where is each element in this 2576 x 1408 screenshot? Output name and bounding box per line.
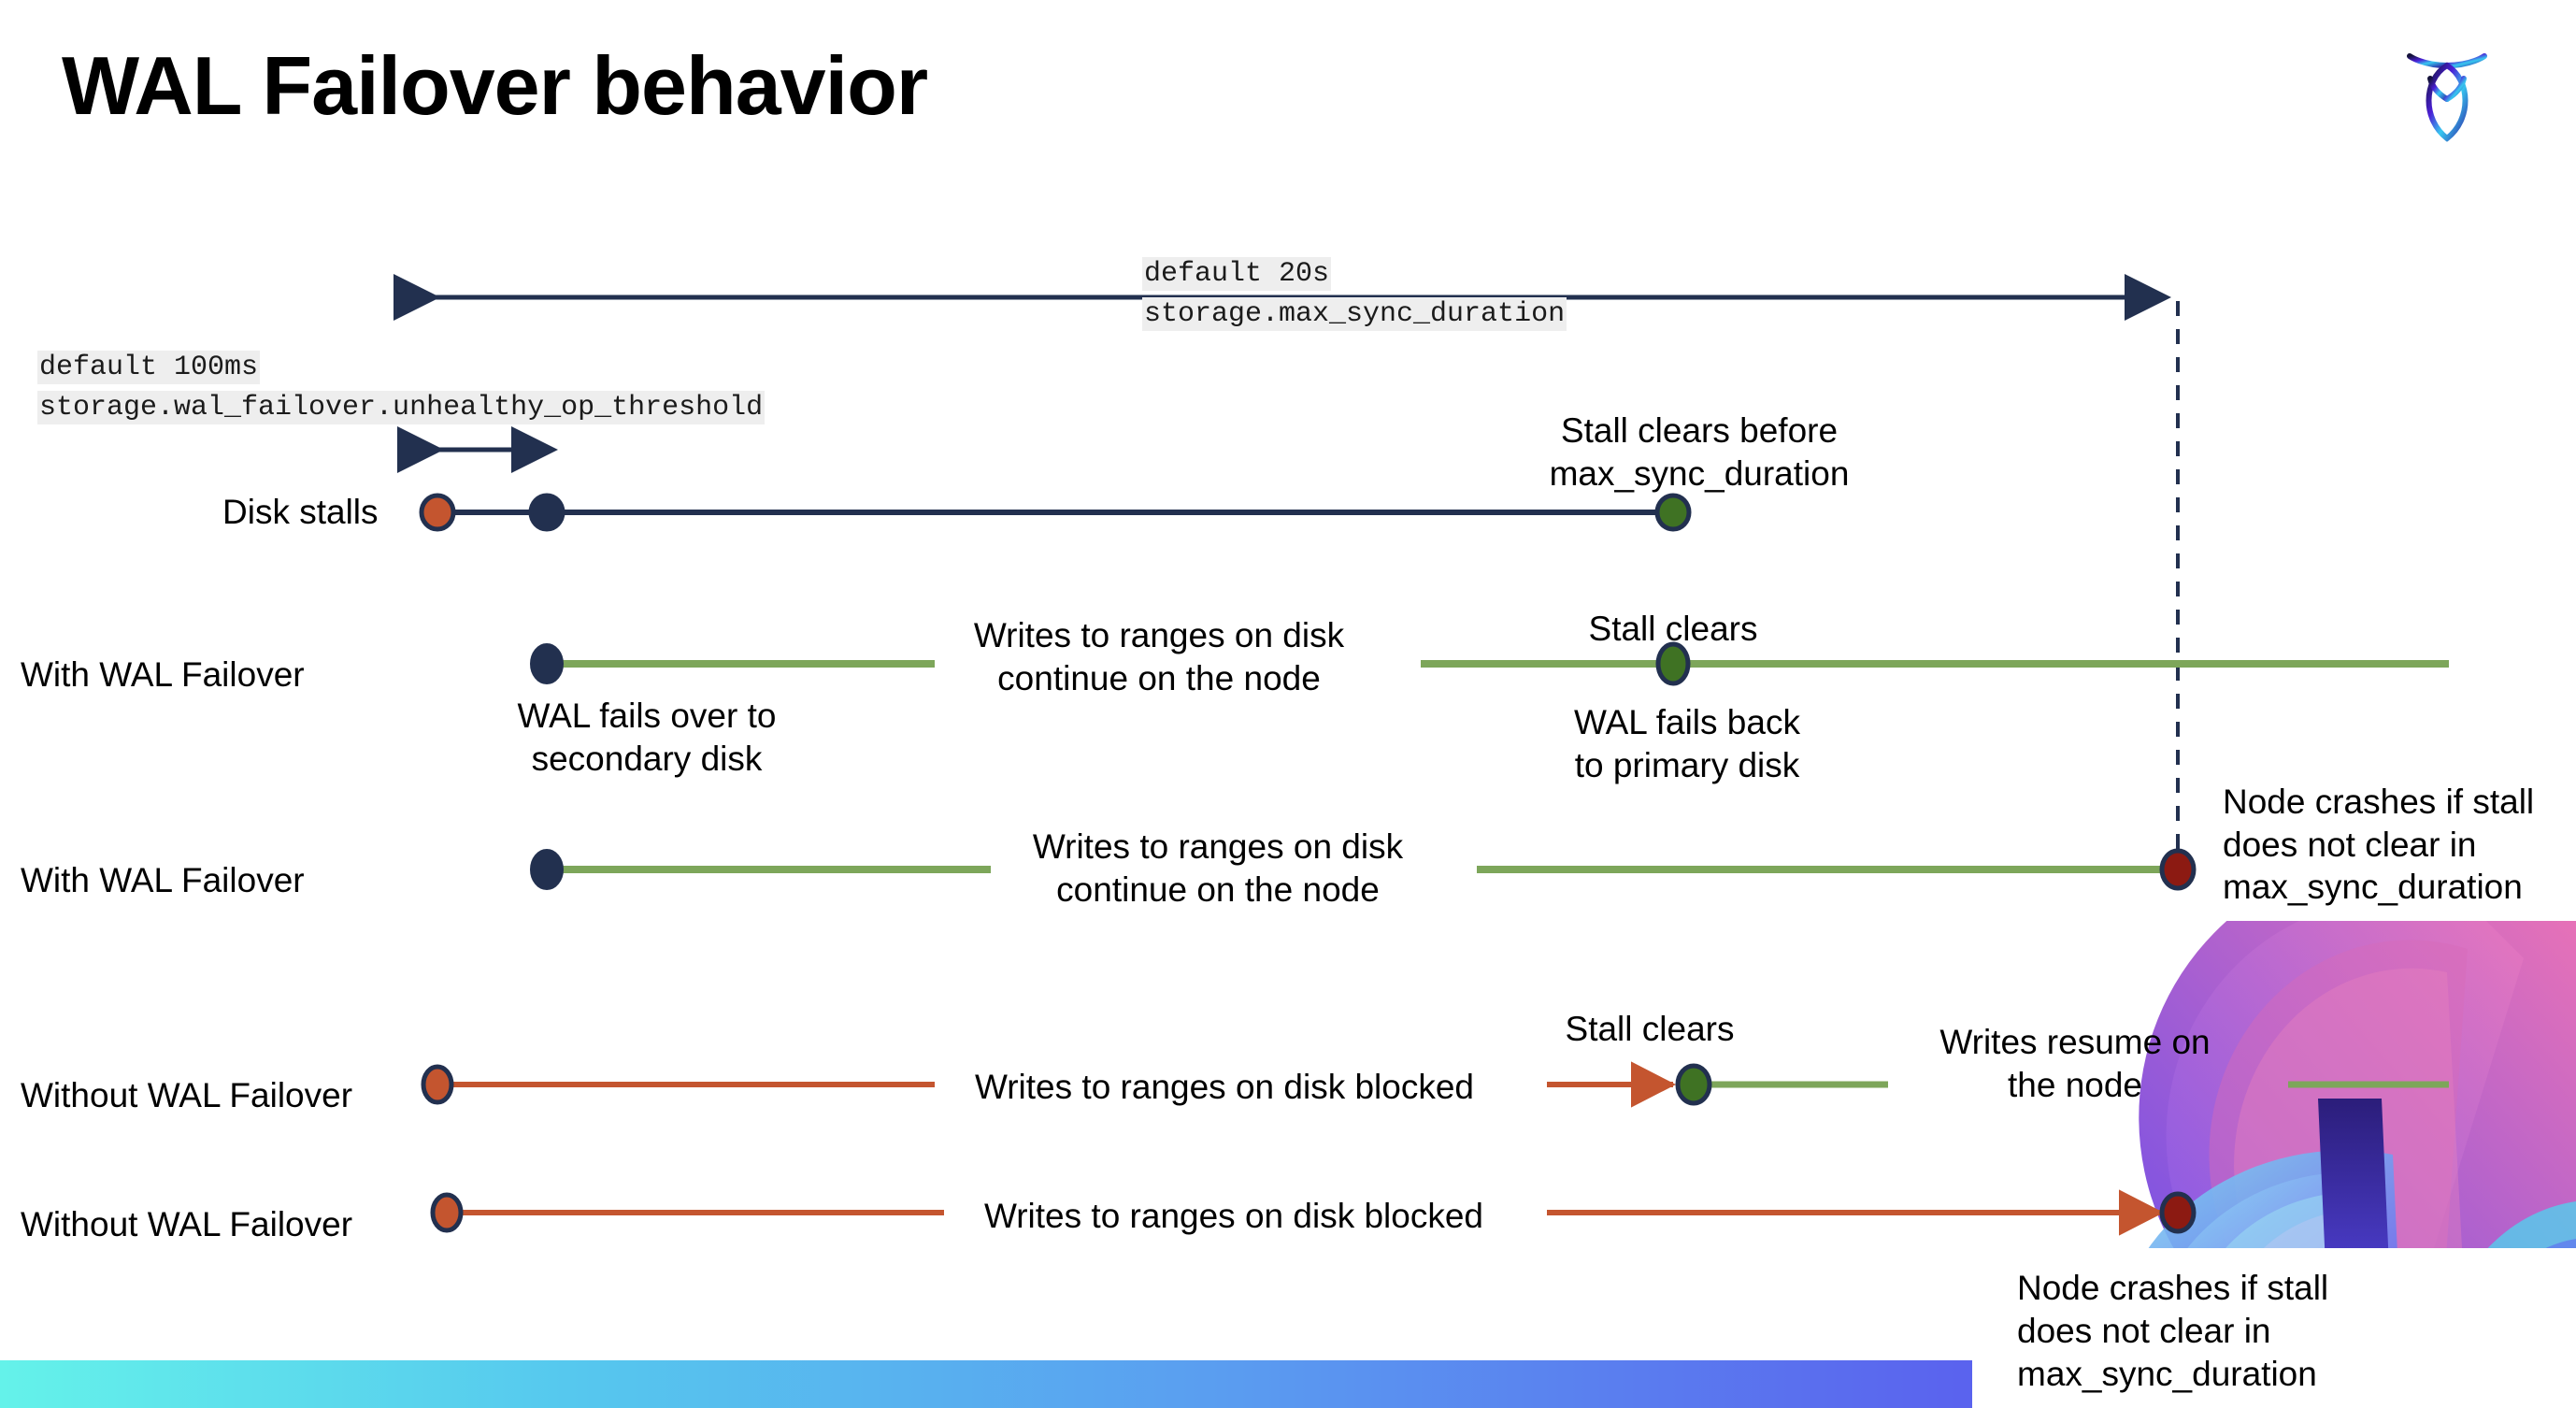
annotation-node-crashes-row3: Node crashes if stall does not clear in … — [2223, 781, 2576, 909]
annotation-line-1: Node crashes if stall — [2223, 783, 2535, 821]
setting-name: storage.max_sync_duration — [1142, 296, 1567, 331]
annotation-line-1: Writes resume on — [1939, 1023, 2211, 1061]
timeline-row-disk-stalls — [419, 493, 1692, 532]
annotation-line-2: continue on the node — [1056, 869, 1380, 909]
marker-stall-clears — [1675, 1063, 1712, 1106]
annotation-writes-blocked-row4: Writes to ranges on disk blocked — [974, 1068, 1475, 1106]
marker-node-crash — [2159, 1191, 2197, 1234]
marker-node-crash — [2159, 848, 2197, 891]
marker-stall-start — [430, 1192, 464, 1233]
timeline-row-without-wal-failover-1 — [421, 1061, 2449, 1108]
annotation-line-3: max_sync_duration — [2223, 868, 2523, 906]
annotation-line-2: continue on the node — [997, 658, 1321, 697]
marker-stall-clears — [1654, 493, 1692, 532]
setting-default-value: default 20s — [1142, 257, 1332, 291]
page-title: WAL Failover behavior — [62, 39, 928, 132]
timeline-row-with-wal-failover-2 — [530, 848, 2197, 891]
annotation-line-1: Writes to ranges on disk — [1032, 827, 1404, 866]
row-label-without-wal-failover-2: Without WAL Failover — [21, 1205, 353, 1243]
setting-name: storage.wal_failover.unhealthy_op_thresh… — [37, 390, 766, 424]
annotation-line-1: Stall clears before — [1560, 411, 1839, 450]
row-label-without-wal-failover-1: Without WAL Failover — [21, 1076, 353, 1114]
timeline-row-with-wal-failover-1 — [530, 641, 2449, 686]
cockroach-labs-logo-icon — [2382, 26, 2512, 157]
marker-failover-point — [528, 493, 565, 532]
annotation-line-2: secondary disk — [531, 739, 763, 778]
annotation-line-2: does not clear in — [2223, 825, 2477, 864]
marker-failover-point — [530, 643, 564, 684]
annotation-wal-fails-over: WAL fails over to secondary disk — [479, 695, 815, 780]
marker-stall-start — [419, 493, 456, 532]
annotation-line-1: WAL fails over to — [517, 697, 777, 735]
setting-default-value: default 100ms — [37, 351, 261, 384]
row-label-with-wal-failover-2: With WAL Failover — [21, 861, 305, 899]
setting-max-sync-duration: default 20s storage.max_sync_duration — [1142, 254, 1567, 334]
annotation-writes-resume: Writes resume on the node — [1902, 1021, 2248, 1106]
annotation-writes-continue-row3: Writes to ranges on disk continue on the… — [998, 826, 1438, 911]
setting-unhealthy-op-threshold: default 100ms storage.wal_failover.unhea… — [37, 348, 766, 427]
annotation-writes-continue-row2: Writes to ranges on disk continue on the… — [944, 614, 1374, 699]
annotation-stall-clears-row2: Stall clears — [1588, 610, 1758, 648]
annotation-line-2: max_sync_duration — [1549, 453, 1850, 493]
annotation-line-3: max_sync_duration — [2017, 1354, 2317, 1393]
node-crash-callout-background — [1972, 1248, 2576, 1408]
marker-stall-start — [421, 1064, 454, 1105]
row-label-disk-stalls: Disk stalls — [222, 493, 379, 531]
annotation-line-2: the node — [2007, 1065, 2143, 1104]
annotation-stall-clears-row4: Stall clears — [1565, 1010, 1735, 1048]
annotation-stall-clears-before: Stall clears before max_sync_duration — [1531, 409, 1868, 495]
timeline-row-without-wal-failover-2 — [430, 1189, 2197, 1236]
annotation-node-crashes-row5: Node crashes if stall does not clear in … — [2017, 1267, 2328, 1396]
annotation-line-1: WAL fails back — [1574, 703, 1800, 741]
marker-failover-point — [530, 849, 564, 890]
annotation-line-1: Writes to ranges on disk — [973, 616, 1345, 654]
annotation-writes-blocked-row5: Writes to ranges on disk blocked — [983, 1197, 1484, 1235]
annotation-line-2: does not clear in — [2017, 1311, 2271, 1350]
annotation-line-1: Node crashes if stall — [2017, 1269, 2329, 1307]
annotation-line-2: to primary disk — [1574, 745, 1800, 784]
row-label-with-wal-failover-1: With WAL Failover — [21, 655, 305, 694]
annotation-wal-fails-back: WAL fails back to primary disk — [1552, 701, 1823, 786]
marker-stall-clears — [1655, 641, 1691, 686]
